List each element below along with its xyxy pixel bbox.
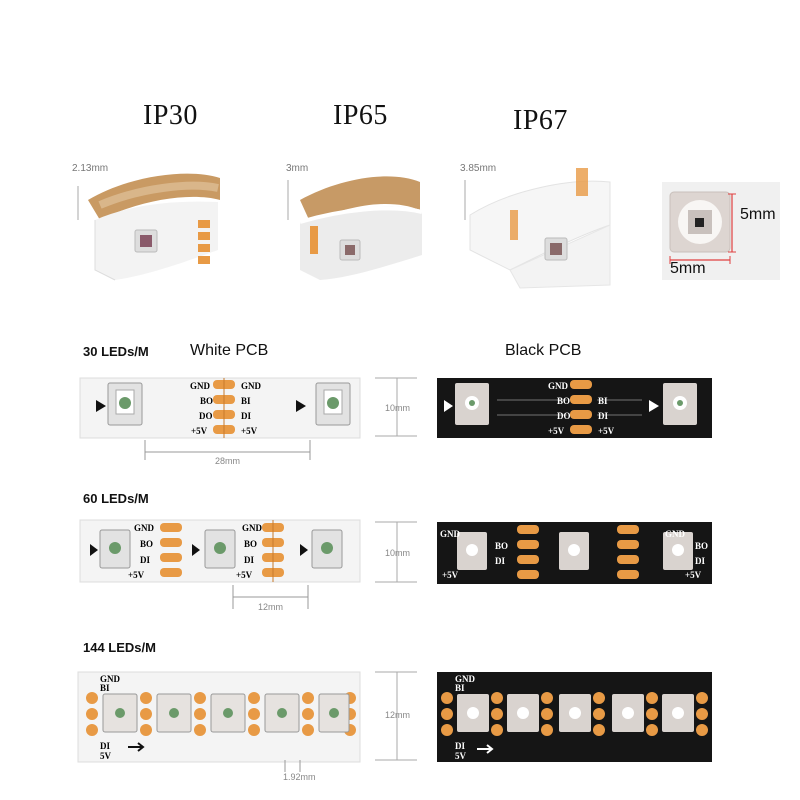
ip67-title: IP67 — [513, 105, 568, 136]
pad-di-b2: DI — [495, 556, 506, 566]
pad-di-w2: DI — [140, 555, 151, 565]
width-dim-60 — [375, 521, 417, 583]
pad-di-w144: DI — [100, 741, 111, 751]
pad-gnd-b1: GND — [548, 381, 568, 391]
strip-144-black — [437, 672, 712, 762]
pad-gnd-1: GND — [190, 381, 210, 391]
pad-5v-b144: 5V — [455, 751, 466, 761]
pad-5v-w2: +5V — [128, 570, 145, 580]
pad-gnd-w144: GND — [100, 674, 120, 684]
chip-height-label: 5mm — [740, 206, 776, 223]
pitch-dim-144 — [284, 760, 301, 772]
pad-di-b144: DI — [455, 741, 466, 751]
ip65-title: IP65 — [333, 100, 388, 131]
width-dim-30 — [375, 377, 417, 437]
pad-gnd-b2: GND — [440, 529, 460, 539]
ip30-thickness: 2.13mm — [72, 163, 109, 174]
ip30-strip-photo — [77, 173, 220, 281]
pad-bi-1: BI — [241, 396, 251, 406]
black-pcb-label: Black PCB — [505, 342, 582, 359]
pad-gnd-b3: GND — [665, 529, 685, 539]
pad-5v-b2: +5V — [598, 426, 615, 436]
pitch-label-60: 12mm — [258, 602, 284, 612]
row-144-label: 144 LEDs/M — [83, 640, 156, 655]
pad-bo-b3: BO — [695, 541, 709, 551]
pad-5v-b4: +5V — [685, 570, 702, 580]
pad-5v-w144: 5V — [100, 751, 111, 761]
pad-bi-b144: BI — [455, 683, 465, 693]
pad-do-b1: DO — [557, 411, 571, 421]
pad-5v-1: +5V — [191, 426, 208, 436]
pad-di-b1: DI — [598, 411, 609, 421]
pitch-dim-30 — [144, 440, 311, 460]
pad-bi-b1: BI — [598, 396, 608, 406]
ip65-strip-photo — [287, 176, 423, 280]
led-chip-closeup — [662, 182, 780, 280]
width-label-30: 10mm — [385, 403, 411, 413]
strip-30-black — [437, 378, 712, 438]
strip-60-black — [437, 522, 712, 584]
pad-bo-w3: BO — [244, 539, 258, 549]
pad-gnd-w2: GND — [134, 523, 154, 533]
pad-gnd-b144: GND — [455, 674, 475, 684]
white-pcb-label: White PCB — [190, 342, 269, 359]
pad-bi-w144: BI — [100, 683, 110, 693]
row-30-label: 30 LEDs/M — [83, 344, 149, 359]
ip65-thickness: 3mm — [286, 163, 309, 174]
pitch-dim-60 — [232, 585, 309, 609]
pad-bo-w2: BO — [140, 539, 154, 549]
pad-bo-1: BO — [200, 396, 214, 406]
ip30-title: IP30 — [143, 100, 198, 131]
pad-5v-b3: +5V — [442, 570, 459, 580]
pad-gnd-2: GND — [241, 381, 261, 391]
ip67-strip-photo — [464, 168, 611, 289]
pad-di-w3: DI — [244, 555, 255, 565]
pad-do-1: DO — [199, 411, 213, 421]
width-dim-144 — [375, 671, 417, 761]
pitch-label-144: 1.92mm — [283, 772, 316, 782]
strip-144-white — [77, 671, 361, 763]
pad-5v-w3: +5V — [236, 570, 253, 580]
pitch-label-30: 28mm — [215, 456, 241, 466]
strip-60-white — [79, 519, 361, 583]
width-label-144: 12mm — [385, 710, 411, 720]
pad-bo-b2: BO — [495, 541, 509, 551]
pad-5v-b1: +5V — [548, 426, 565, 436]
pad-gnd-w3: GND — [242, 523, 262, 533]
ip67-thickness: 3.85mm — [460, 163, 497, 174]
chip-width-label: 5mm — [670, 260, 706, 277]
pad-5v-2: +5V — [241, 426, 258, 436]
pad-di-b3: DI — [695, 556, 706, 566]
pad-di-1: DI — [241, 411, 252, 421]
pad-bo-b1: BO — [557, 396, 571, 406]
strip-30-white — [79, 377, 361, 439]
width-label-60: 10mm — [385, 548, 411, 558]
row-60-label: 60 LEDs/M — [83, 491, 149, 506]
